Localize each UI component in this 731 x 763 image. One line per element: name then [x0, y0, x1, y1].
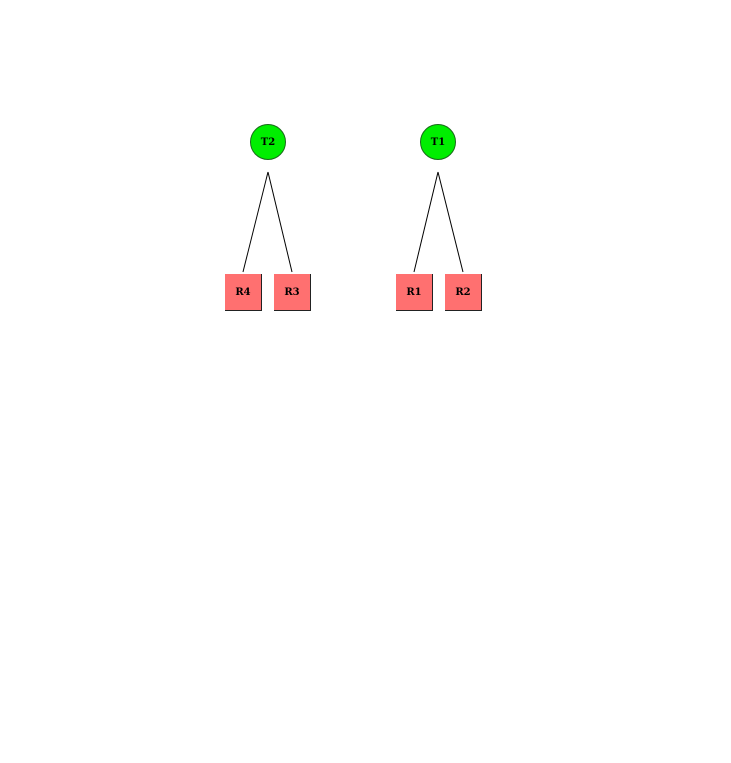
tree-node-t2[interactable]: T2 — [250, 124, 286, 160]
node-label: R4 — [235, 286, 251, 298]
edge-t2-r4 — [242, 171, 269, 273]
node-label: T2 — [260, 136, 276, 148]
node-label: T1 — [430, 136, 446, 148]
tree-node-t1[interactable]: T1 — [420, 124, 456, 160]
leaf-node-r2[interactable]: R2 — [445, 274, 482, 311]
edge-t1-r1 — [413, 171, 439, 273]
node-label: R2 — [455, 286, 471, 298]
node-label: R3 — [284, 286, 300, 298]
leaf-node-r4[interactable]: R4 — [225, 274, 262, 311]
leaf-node-r1[interactable]: R1 — [396, 274, 433, 311]
edge-t1-r2 — [437, 171, 464, 273]
node-label: R1 — [406, 286, 422, 298]
edge-t2-r3 — [267, 171, 293, 273]
leaf-node-r3[interactable]: R3 — [274, 274, 311, 311]
